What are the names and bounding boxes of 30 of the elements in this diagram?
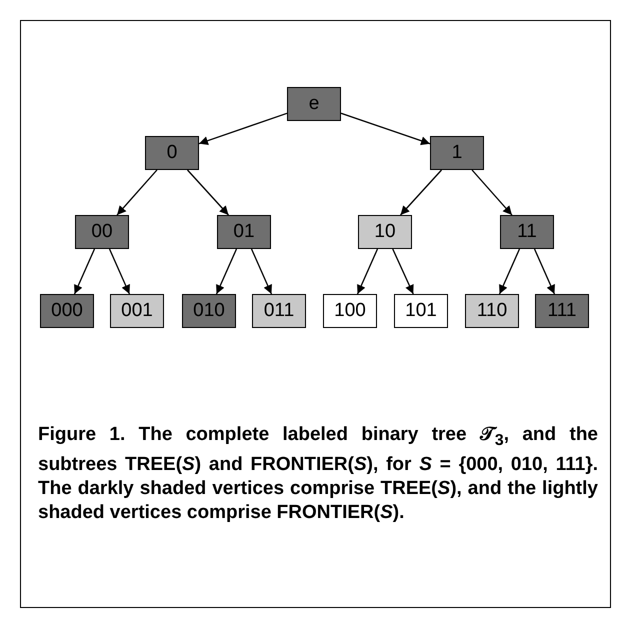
tree-vertex: 001 — [110, 294, 164, 328]
arrow — [187, 170, 229, 216]
arrow — [216, 248, 238, 294]
tree-vertex: 110 — [465, 294, 519, 328]
tree-vertex: 111 — [535, 294, 589, 328]
arrow — [534, 248, 556, 294]
arrow — [392, 248, 414, 294]
tree-vertex: 100 — [323, 294, 377, 328]
arrow — [116, 170, 158, 216]
tree-vertex: e — [287, 87, 341, 121]
figure-caption: Figure 1. The complete labeled binary tree 𝒯$_{3}$, and the subtrees TREE(S) and FRONTIER(S), for S = {000, 010, 111}. The darkly shaded vertices comprise TREE(S), and the lightly shaded vertices comprise FRONTIER(S). — [38, 423, 598, 525]
tree-vertex: 000 — [40, 294, 94, 328]
tree-vertex: 010 — [182, 294, 236, 328]
arrow — [498, 248, 520, 294]
tree-vertex: 011 — [252, 294, 306, 328]
tree-vertex: 01 — [217, 215, 271, 249]
tree-vertex: 11 — [500, 215, 554, 249]
tree-vertex: 0 — [145, 136, 199, 170]
tree-vertex: 101 — [394, 294, 448, 328]
arrow — [472, 170, 512, 216]
arrow — [340, 112, 430, 146]
arrow — [250, 248, 272, 294]
arrow — [108, 248, 130, 294]
tree-vertex: 10 — [358, 215, 412, 249]
tree-vertex: 00 — [75, 215, 129, 249]
arrow — [198, 112, 288, 145]
arrow — [356, 248, 378, 294]
tree-vertex: 1 — [430, 136, 484, 170]
arrow — [400, 170, 442, 216]
arrow — [74, 248, 96, 294]
